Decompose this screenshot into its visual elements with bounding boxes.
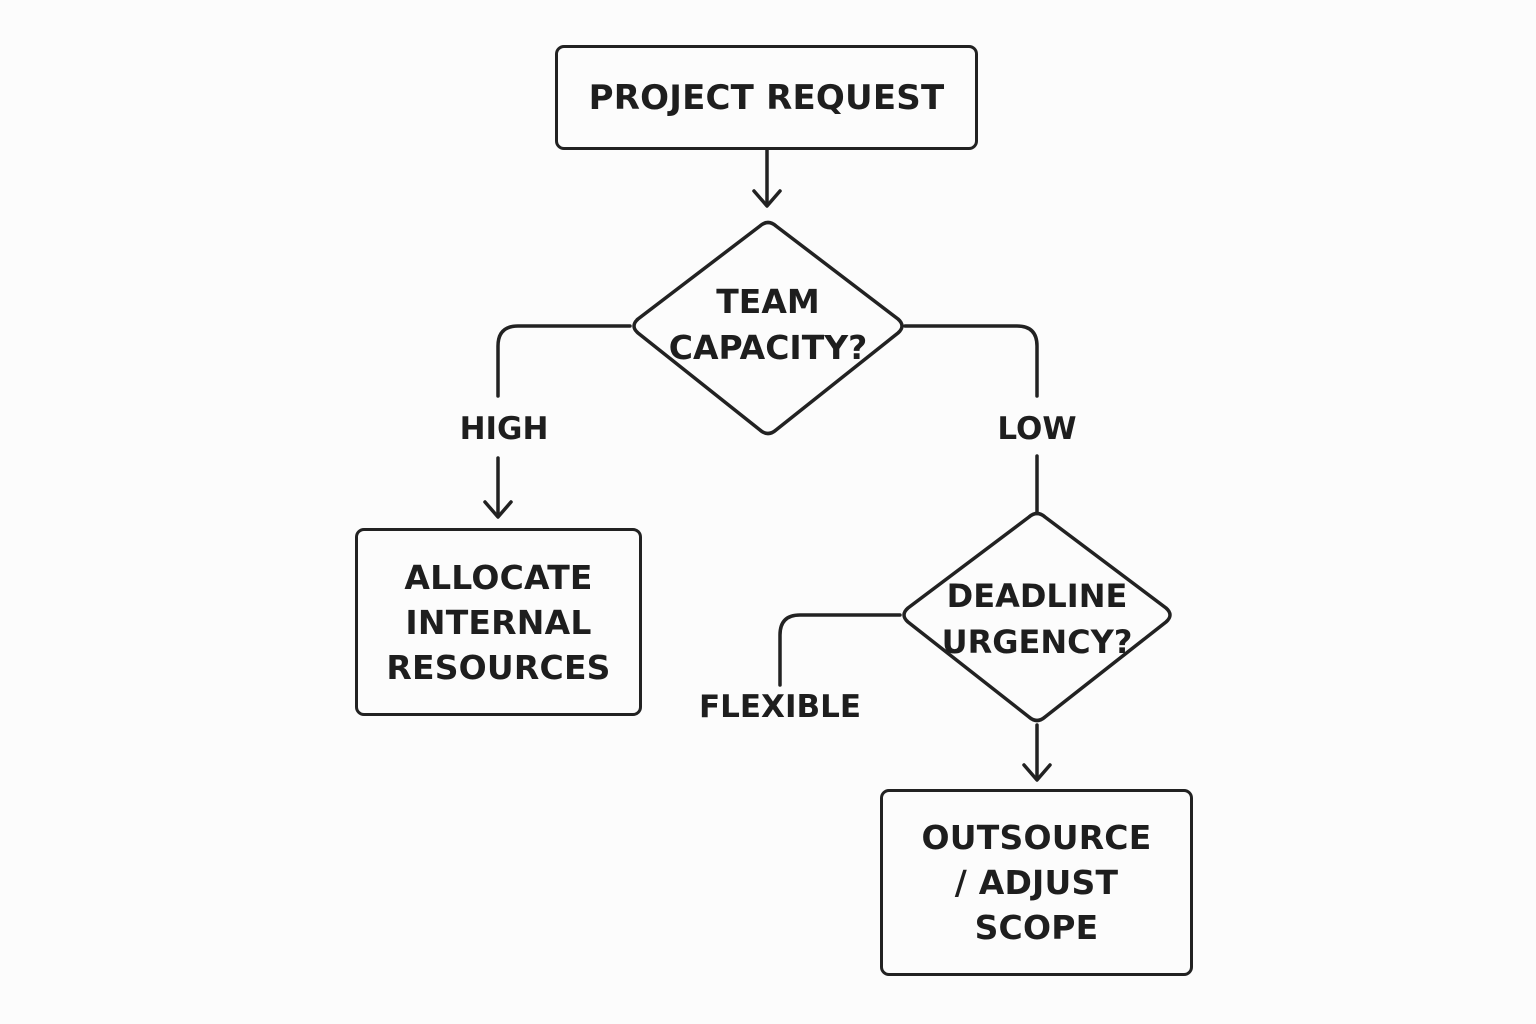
node-project-request[interactable]: PROJECT REQUEST xyxy=(555,45,978,150)
edge-deadline-flexible xyxy=(778,613,902,687)
arrowhead-outsource xyxy=(1022,763,1052,782)
arrowhead-allocate xyxy=(483,500,513,519)
node-outsource-line-3: SCOPE xyxy=(974,908,1099,947)
decision-deadline-urgency-diamond xyxy=(902,511,1172,723)
node-project-request-line-1: PROJECT REQUEST xyxy=(588,77,945,118)
decision-team-capacity-diamond xyxy=(632,220,904,436)
node-outsource-adjust-scope[interactable]: OUTSOURCE / ADJUST SCOPE xyxy=(880,789,1193,976)
node-deadline-line-1: DEADLINE xyxy=(946,577,1128,615)
edge-capacity-low xyxy=(903,324,1039,398)
edge-label-flexible: FLEXIBLE xyxy=(690,689,870,725)
arrowhead-capacity xyxy=(752,189,782,208)
node-allocate-internal-resources[interactable]: ALLOCATE INTERNAL RESOURCES xyxy=(355,528,642,716)
edge-label-low: LOW xyxy=(985,411,1089,447)
edge-capacity-high xyxy=(496,324,632,398)
node-outsource-line-1: OUTSOURCE xyxy=(921,818,1152,857)
node-outsource-line-2: / ADJUST xyxy=(954,863,1119,902)
node-team-capacity-line-1: TEAM xyxy=(716,282,820,321)
node-deadline-urgency-text[interactable]: DEADLINE URGENCY? xyxy=(912,573,1162,665)
edge-label-high: HIGH xyxy=(448,411,560,447)
node-allocate-line-1: ALLOCATE xyxy=(404,557,593,597)
node-team-capacity-text[interactable]: TEAM CAPACITY? xyxy=(640,279,896,371)
node-team-capacity-line-2: CAPACITY? xyxy=(668,328,868,367)
node-allocate-line-2: INTERNAL xyxy=(405,602,592,642)
node-allocate-line-3: RESOURCES xyxy=(386,647,611,687)
node-deadline-line-2: URGENCY? xyxy=(941,623,1133,661)
